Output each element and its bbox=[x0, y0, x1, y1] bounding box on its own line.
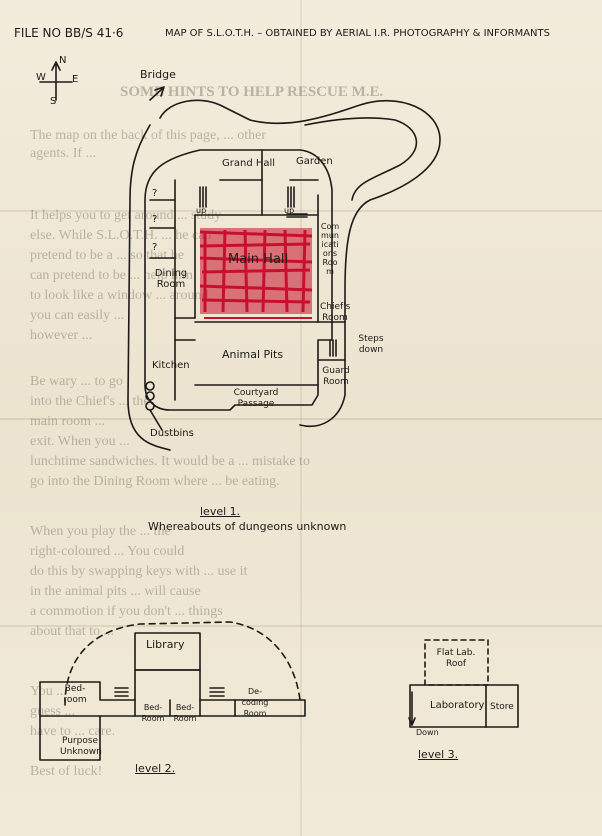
map-title: MAP OF S.L.O.T.H. – OBTAINED BY AERIAL I… bbox=[165, 28, 550, 39]
down-label: Down bbox=[416, 728, 439, 737]
laboratory-label: Laboratory bbox=[430, 700, 485, 711]
compass-w: W bbox=[36, 72, 46, 83]
unknown-room-mark: ? bbox=[152, 188, 158, 199]
hint-line: lunchtime sandwiches. It would be a ... … bbox=[30, 454, 310, 469]
hint-line: to look like a window ... around bbox=[30, 288, 209, 303]
decoding-room-label: De-coding Room bbox=[241, 687, 269, 718]
paper-fold bbox=[0, 418, 602, 420]
hint-line: right-coloured ... You could bbox=[30, 544, 185, 559]
bridge-label: Bridge bbox=[140, 68, 176, 81]
kitchen-label: Kitchen bbox=[152, 360, 190, 371]
hint-line: a commotion if you don't ... things bbox=[30, 604, 223, 619]
purpose-unknown-label: Purpose Unknown bbox=[60, 736, 102, 757]
level1-outline bbox=[144, 149, 346, 411]
hint-line: exit. When you ... bbox=[30, 434, 130, 449]
chiefs-room-label: Chief's Room bbox=[320, 302, 351, 323]
bridge-arrow bbox=[149, 87, 164, 101]
hint-line: main room ... bbox=[30, 414, 106, 429]
level3-outline bbox=[408, 639, 519, 728]
compass-s: S bbox=[50, 96, 57, 107]
level1-note: Whereabouts of dungeons unknown bbox=[148, 520, 347, 533]
stairs-level1 bbox=[199, 186, 337, 357]
hint-line: else. While S.L.O.T.H. ... he can bbox=[30, 228, 212, 243]
courtyard-passage-label: Courtyard Passage bbox=[233, 388, 279, 409]
paper-fold bbox=[0, 625, 602, 627]
hint-line: Be wary ... to go bbox=[30, 374, 123, 389]
hint-line: agents. If ... bbox=[30, 146, 97, 161]
bridge-arrowhead bbox=[154, 86, 165, 97]
stairs-up-label: up bbox=[196, 206, 207, 215]
hint-line: do this by swapping keys with ... use it bbox=[30, 564, 248, 579]
hint-line: however ... bbox=[30, 328, 93, 343]
compass-e: E bbox=[72, 74, 79, 85]
communications-room-label: Communications Room bbox=[320, 222, 340, 276]
main-hall-label: Main Hall bbox=[228, 252, 289, 267]
hint-heading: SOME HINTS TO HELP RESCUE M.E. bbox=[120, 84, 384, 100]
hint-line: you can easily ... bbox=[30, 308, 125, 323]
steps-down-label: Steps down bbox=[358, 334, 384, 355]
hint-line: can pretend to be ... help him bbox=[30, 268, 193, 283]
hint-line: have to ... care. bbox=[30, 724, 116, 739]
hint-line: into the Chief's ... the bbox=[30, 394, 150, 409]
hint-line: go into the Dining Room where ... be eat… bbox=[30, 474, 280, 489]
level3-title: level 3. bbox=[418, 748, 459, 761]
library-label: Library bbox=[146, 638, 185, 651]
bedroom-3-label: Bed-Room bbox=[173, 703, 197, 723]
flat-lab-roof-label: Flat Lab. Roof bbox=[436, 648, 476, 669]
stairs-up-label: up bbox=[284, 206, 295, 215]
grand-hall-label: Grand Hall bbox=[222, 158, 276, 169]
hint-line: You ... bbox=[30, 684, 67, 699]
moat-outline bbox=[127, 99, 441, 451]
hint-line: The map on the back of this page, ... ot… bbox=[30, 128, 266, 143]
dining-room-label: Dining Room bbox=[154, 268, 188, 290]
compass-n: N bbox=[59, 55, 67, 66]
hint-line: It helps you to get around ... study bbox=[30, 208, 222, 223]
level2-title: level 2. bbox=[135, 762, 176, 775]
level1-title: level 1. bbox=[200, 505, 241, 518]
hint-line: Best of luck! bbox=[30, 764, 103, 779]
hint-line: When you play the ... the bbox=[30, 524, 171, 539]
unknown-room-mark: ? bbox=[152, 214, 158, 225]
unknown-room-mark: ? bbox=[152, 242, 158, 253]
level2-outline bbox=[39, 621, 306, 761]
dustbins-label: Dustbins bbox=[150, 428, 194, 439]
paper-fold bbox=[300, 0, 302, 836]
animal-pits-label: Animal Pits bbox=[222, 348, 284, 361]
store-label: Store bbox=[490, 702, 514, 712]
paper-fold bbox=[0, 210, 602, 212]
bedroom-2-label: Bed-Room bbox=[141, 703, 165, 723]
dustbins-symbols bbox=[145, 381, 163, 431]
main-hall-red-marking bbox=[199, 228, 313, 314]
garden-label: Garden bbox=[296, 156, 333, 167]
hint-line: about that to ... bbox=[30, 624, 114, 639]
hint-line: in the animal pits ... will cause bbox=[30, 584, 201, 599]
bedroom-1-label: Bed-room bbox=[63, 684, 87, 705]
guard-room-label: Guard Room bbox=[322, 366, 350, 387]
file-number: FILE NO BB/S 41·6 bbox=[14, 26, 124, 40]
compass-arrows bbox=[39, 61, 73, 101]
